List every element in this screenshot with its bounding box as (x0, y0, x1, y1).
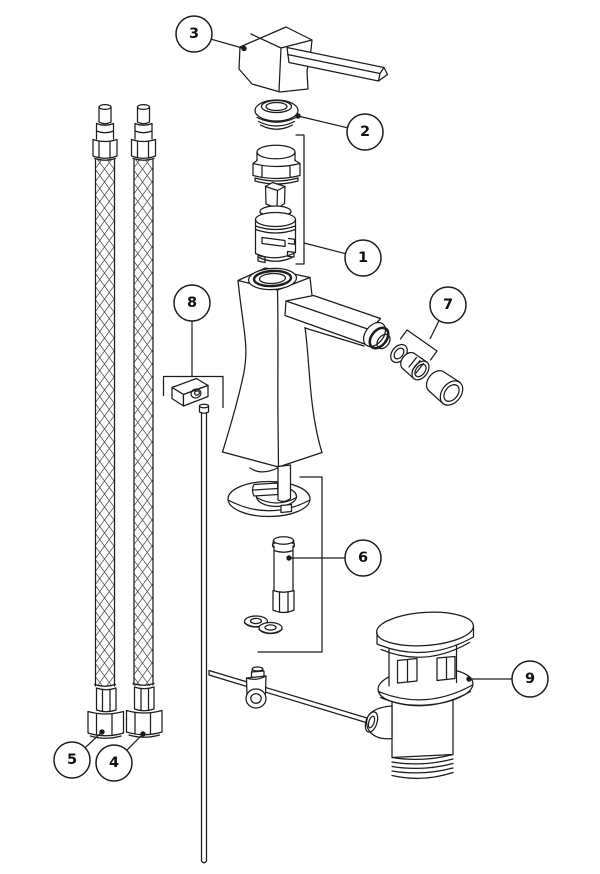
trim-ring-drawing (254, 99, 299, 130)
callout-supply-hose-left-balloon (53, 741, 91, 779)
mounting-clamp-drawing (162, 375, 224, 409)
callout-supply-hose-right-balloon (95, 744, 133, 782)
outlet-tube-bracket (257, 476, 323, 653)
callout-lever-handle: 3 (175, 15, 247, 53)
supply-hose-left-drawing (87, 103, 125, 739)
callout-leader-line (429, 320, 440, 340)
mounting-shank-drawing (227, 464, 311, 518)
callout-valve-cartridge: 1 (303, 239, 382, 277)
cartridge-bracket (295, 134, 305, 265)
drain-cap (375, 611, 475, 647)
callout-handle-trim-ring-balloon (346, 113, 384, 151)
hose-nut (87, 710, 125, 739)
hose-tip (98, 103, 112, 111)
callout-pop-up-drain-balloon (511, 660, 549, 698)
callout-outlet-shank-tube: 6 (286, 539, 382, 577)
callout-handle-trim-ring: 2 (295, 113, 384, 151)
callout-aerator-assembly-number: 7 (443, 297, 453, 313)
cartridge-drawing (252, 144, 301, 264)
threaded-shank (277, 464, 292, 503)
callout-outlet-shank-tube-number: 6 (358, 550, 368, 566)
aerator-drawing (362, 321, 464, 406)
callout-mounting-clamp-number: 8 (187, 295, 197, 311)
faucet-body-drawing (221, 267, 323, 473)
pivot-rod-drawing (208, 669, 373, 725)
mounting-clamp-bracket (162, 375, 224, 409)
callout-lever-handle-number: 3 (189, 26, 199, 42)
callout-supply-hose-left-number: 5 (67, 752, 77, 768)
callout-leader-dot (140, 731, 146, 737)
supply-hose-right-drawing (125, 103, 163, 738)
callout-aerator-assembly-balloon (429, 286, 467, 324)
cartridge-body (254, 211, 297, 228)
callout-valve-cartridge-balloon (344, 239, 382, 277)
callout-leader-dot (466, 676, 472, 682)
callout-pop-up-drain-number: 9 (525, 671, 535, 687)
cartridge-cap (256, 144, 296, 160)
clevis-drawing (245, 666, 267, 709)
callout-outlet-shank-tube-balloon (344, 539, 382, 577)
hose-tip (136, 103, 151, 111)
aerator-housing (439, 380, 464, 406)
callout-leader-line (211, 38, 245, 50)
lift-rod-drawing (198, 403, 210, 864)
clevis-screw (251, 666, 264, 672)
washer-pair-drawing (243, 615, 283, 635)
callout-supply-hose-right-number: 4 (109, 755, 119, 771)
lever-handle-drawing (238, 26, 389, 93)
callout-mounting-clamp-balloon (173, 284, 211, 322)
callout-valve-cartridge-number: 1 (358, 250, 368, 266)
callout-supply-hose-right: 4 (95, 731, 146, 782)
callout-handle-trim-ring-number: 2 (360, 124, 370, 140)
callout-leader-line (84, 731, 103, 749)
callout-leader-dot (99, 729, 105, 735)
callout-leader-dot (295, 113, 301, 119)
callout-leader-dot (241, 45, 247, 52)
callout-mounting-clamp: 8 (173, 284, 211, 376)
callout-supply-hose-left: 5 (53, 729, 105, 779)
callout-layer: 1 2 3 4 5 6 7 8 9 (53, 15, 549, 782)
drain-threads (391, 753, 454, 779)
spout-o-ring (368, 326, 390, 350)
callout-aerator-assembly: 7 (429, 286, 467, 340)
drain-slots (396, 655, 456, 684)
callout-leader-line (126, 733, 144, 751)
popup-drain-drawing (364, 611, 475, 779)
callout-leader-line (303, 242, 346, 255)
aerator-bracket (399, 329, 438, 361)
hose-nut (125, 709, 163, 738)
drain-rod-port (366, 705, 393, 740)
callout-pop-up-drain: 9 (466, 660, 549, 698)
callout-leader-line (297, 115, 348, 129)
callout-leader-dot (286, 555, 292, 561)
callout-lever-handle-balloon (175, 15, 213, 53)
outlet-tube-drawing (271, 536, 296, 614)
